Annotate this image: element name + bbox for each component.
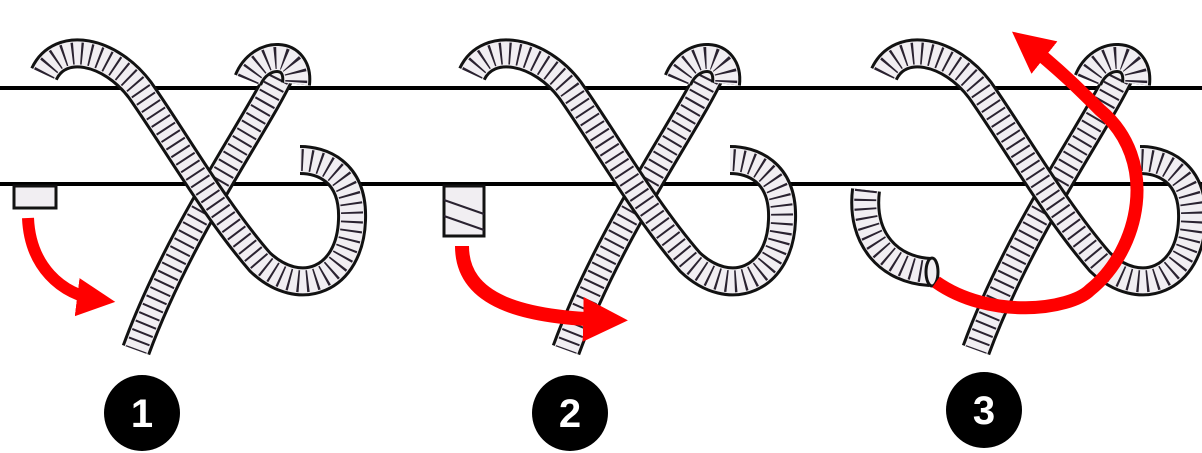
step-number-1: 1 — [131, 392, 153, 436]
step-number-3: 3 — [973, 389, 995, 433]
step-1: 1 — [14, 53, 352, 451]
step-number-2: 2 — [559, 392, 581, 436]
arrow-step-1 — [28, 218, 100, 300]
rope-end — [14, 186, 56, 208]
step-2: 2 — [444, 53, 782, 451]
step-badge-1: 1 — [104, 375, 180, 451]
step-badge-2: 2 — [532, 375, 608, 451]
rope-step-1 — [14, 53, 352, 350]
step-badge-3: 3 — [946, 372, 1022, 448]
step-3: 3 — [865, 42, 1192, 448]
